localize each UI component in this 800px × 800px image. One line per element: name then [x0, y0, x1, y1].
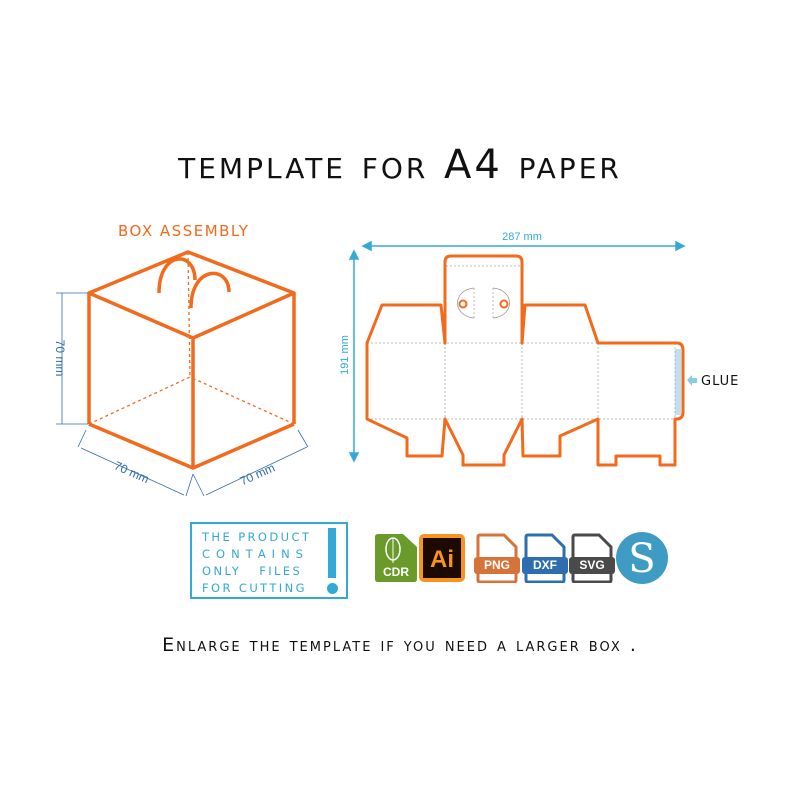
title-prefix: template for [178, 142, 429, 188]
page-title: template for A4 paper [0, 142, 800, 188]
glue-strip [675, 349, 681, 415]
exclamation-icon [328, 528, 336, 578]
title-paper-size: A4 [444, 142, 503, 188]
svg-file-icon: SVG [569, 533, 615, 584]
box-drawing [87, 250, 296, 470]
notice-line: FOR CUTTING [202, 581, 307, 595]
box-width-label: 70 mm [112, 458, 151, 486]
png-file-icon: PNG [474, 533, 520, 584]
notice-line: THE PRODUCT [202, 530, 312, 544]
template-dimensions [348, 240, 686, 463]
glue-arrow-icon [687, 375, 697, 386]
glue-label: GLUE [701, 374, 739, 389]
handle-holes [458, 299, 509, 309]
footer-note: Enlarge the template if you need a large… [162, 634, 638, 656]
notice-line: ONLY FILES [202, 564, 303, 578]
dxf-file-icon: DXF [522, 533, 568, 584]
box-height-label: 70 mm [53, 340, 67, 377]
silhouette-icon: S [616, 532, 668, 584]
handle-slots [457, 287, 510, 319]
box-depth-label: 70 mm [238, 460, 277, 488]
box-assembly-label: BOX ASSEMBLY [118, 222, 250, 240]
coreldraw-icon: CDR [373, 533, 419, 583]
handle-right [189, 271, 231, 309]
notice-box: THE PRODUCT CONTAINS ONLY FILES FOR CUTT… [190, 522, 348, 599]
notice-line: CONTAINS [202, 547, 309, 561]
template-height-label: 191 mm [339, 335, 351, 375]
title-suffix: paper [518, 142, 622, 188]
handle-left [157, 257, 197, 294]
illustrator-icon: Ai [418, 533, 465, 583]
template-width-label: 287 mm [502, 231, 542, 243]
exclamation-dot [327, 583, 338, 594]
box-dimensions [56, 292, 309, 497]
template-outline [365, 254, 685, 467]
